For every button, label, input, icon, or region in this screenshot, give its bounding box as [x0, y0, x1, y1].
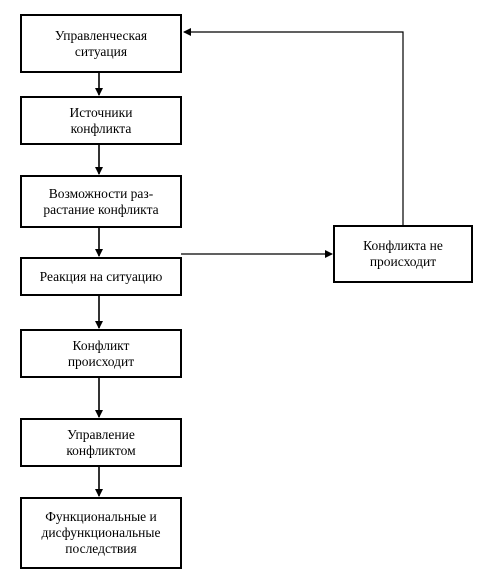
- box-conflict-management: Управление конфликтом: [20, 418, 182, 467]
- box-conflict-sources: Источники конфликта: [20, 96, 182, 145]
- box-conflict-occurs: Конфликт происходит: [20, 329, 182, 378]
- box-consequences: Функциональные и дисфункциональные после…: [20, 497, 182, 569]
- arrow-no-conflict-to-situation: [183, 28, 404, 225]
- box-no-conflict: Конфликта не происходит: [333, 225, 473, 283]
- box-conflict-growth: Возможности раз- растание конфликта: [20, 175, 182, 228]
- box-management-situation: Управленческая ситуация: [20, 14, 182, 73]
- box-situation-reaction: Реакция на ситуацию: [20, 257, 182, 296]
